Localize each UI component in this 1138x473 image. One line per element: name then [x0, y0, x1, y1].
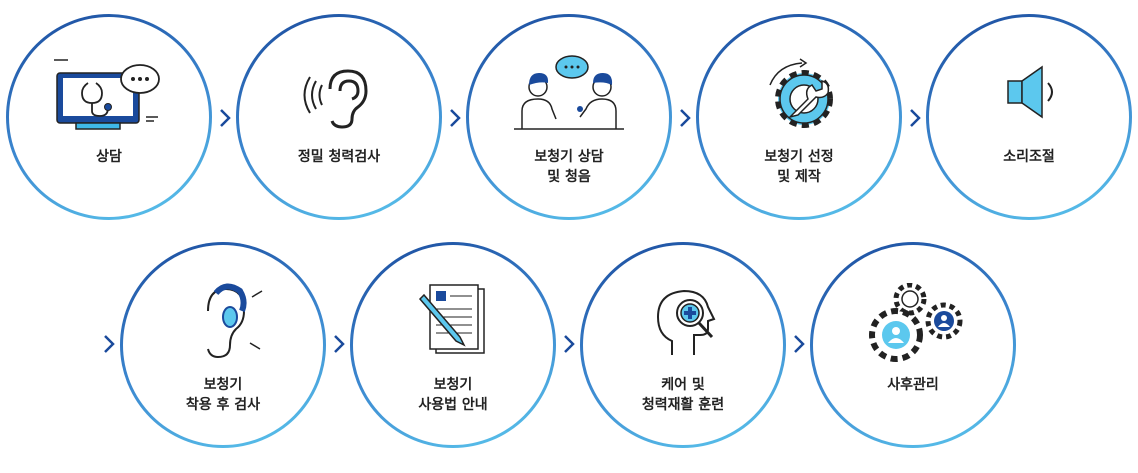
gears-people-icon	[869, 283, 963, 362]
chevron-right-icon	[564, 335, 575, 353]
step-label: 사후관리	[887, 377, 939, 393]
chevron-right-icon	[910, 109, 921, 127]
chevron-right-icon	[680, 109, 691, 127]
document-pen-icon	[418, 284, 485, 354]
chevron-right-icon	[220, 109, 231, 127]
step-counseling: 상담	[6, 14, 212, 220]
step-label: 상담	[96, 149, 122, 165]
chevron-right-icon	[794, 335, 805, 353]
speaker-icon	[1007, 65, 1053, 119]
head-plus-icon	[656, 289, 716, 355]
step-sound-adjustment: 소리조절	[926, 14, 1132, 220]
step-aftercare: 사후관리	[810, 242, 1016, 448]
chevron-right-icon	[104, 335, 115, 353]
step-label: 정밀 청력검사	[297, 149, 381, 165]
step-hearing-test: 정밀 청력검사	[236, 14, 442, 220]
ear-icon	[303, 69, 368, 129]
chevron-right-icon	[450, 109, 461, 127]
step-label: 소리조절	[1003, 149, 1055, 165]
consultation-icon	[514, 55, 624, 130]
chevron-right-icon	[334, 335, 345, 353]
hearing-aid-icon	[207, 283, 263, 359]
monitor-stethoscope-icon	[54, 59, 160, 130]
gear-wrench-icon	[769, 58, 833, 128]
